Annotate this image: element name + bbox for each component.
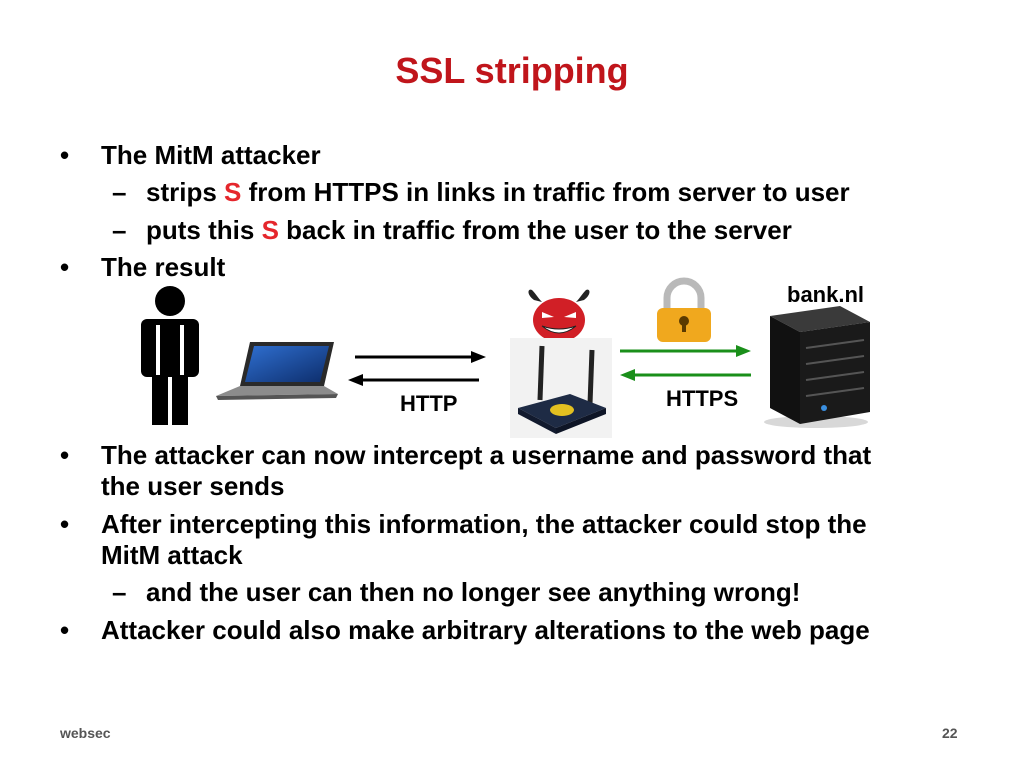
router-icon	[510, 338, 612, 438]
bullet-mitm-attacker: The MitM attacker	[101, 140, 321, 170]
server-icon	[764, 306, 870, 428]
highlight-s: S	[261, 215, 279, 245]
page-number: 22	[942, 725, 958, 741]
bullet-dot: •	[60, 509, 70, 539]
sub-dash: –	[112, 215, 127, 245]
bullet-stop-attack-line1: After intercepting this information, the…	[101, 509, 867, 539]
bullet-stop-attack-line2: MitM attack	[101, 540, 243, 570]
bullet-dot: •	[60, 615, 70, 645]
bullet-intercept-line2: the user sends	[101, 471, 285, 501]
sub-dash: –	[112, 577, 127, 607]
https-label: HTTPS	[666, 386, 739, 411]
laptop-icon	[216, 342, 338, 400]
bullet-dot: •	[60, 440, 70, 470]
https-arrow-left	[620, 369, 751, 381]
bullet-dot: •	[60, 252, 70, 282]
bullet-dot: •	[60, 140, 70, 170]
highlight-s: S	[224, 177, 242, 207]
bullet-result: The result	[101, 252, 226, 282]
sub-strips-s: strips S from HTTPS in links in traffic …	[146, 177, 850, 207]
slide-title: SSL stripping	[395, 50, 629, 91]
https-arrow-right	[620, 345, 751, 357]
bullet-intercept-line1: The attacker can now intercept a usernam…	[101, 440, 872, 470]
sub-nothing-wrong: and the user can then no longer see anyt…	[146, 577, 801, 607]
sub-puts-text-pre: puts this	[146, 215, 262, 245]
sub-strips-text-pre: strips	[146, 177, 225, 207]
footer-course: websec	[60, 725, 111, 741]
devil-icon	[528, 289, 590, 342]
http-arrow-right	[355, 351, 486, 363]
sub-puts-s-back: puts this S back in traffic from the use…	[146, 215, 792, 245]
http-label: HTTP	[400, 391, 458, 416]
bank-label: bank.nl	[787, 282, 865, 307]
person-icon	[141, 286, 199, 425]
sub-puts-text-post: back in traffic from the user to the ser…	[278, 215, 792, 245]
bullet-alterations: Attacker could also make arbitrary alter…	[101, 615, 870, 645]
lock-icon	[657, 277, 711, 342]
sub-dash: –	[112, 177, 127, 207]
sub-strips-text-post: from HTTPS in links in traffic from serv…	[241, 177, 850, 207]
http-arrow-left	[348, 374, 479, 386]
